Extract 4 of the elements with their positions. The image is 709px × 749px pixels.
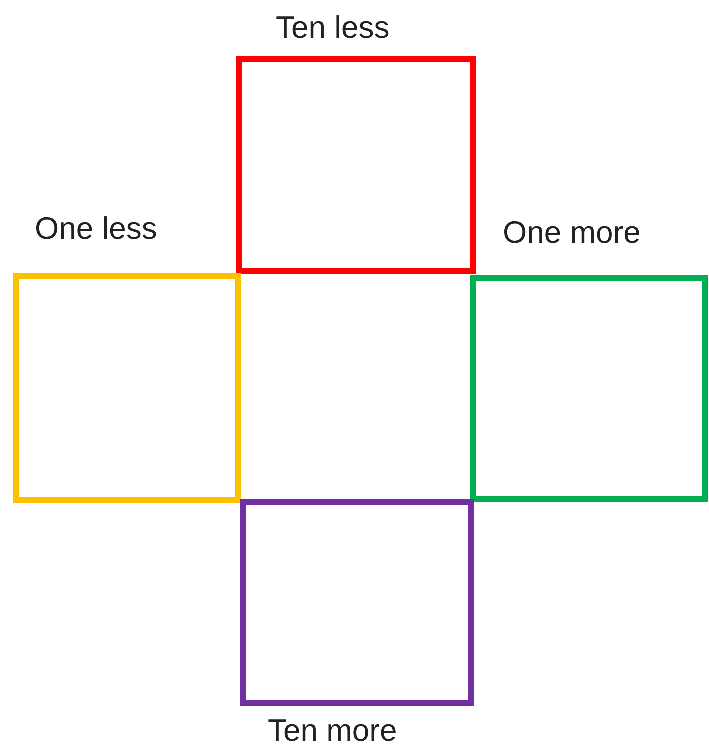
box-heading: One less [35, 211, 158, 247]
box-heading: One more [503, 215, 641, 251]
box-heading: Ten less [276, 10, 390, 46]
box-heading: Ten more [268, 713, 398, 749]
